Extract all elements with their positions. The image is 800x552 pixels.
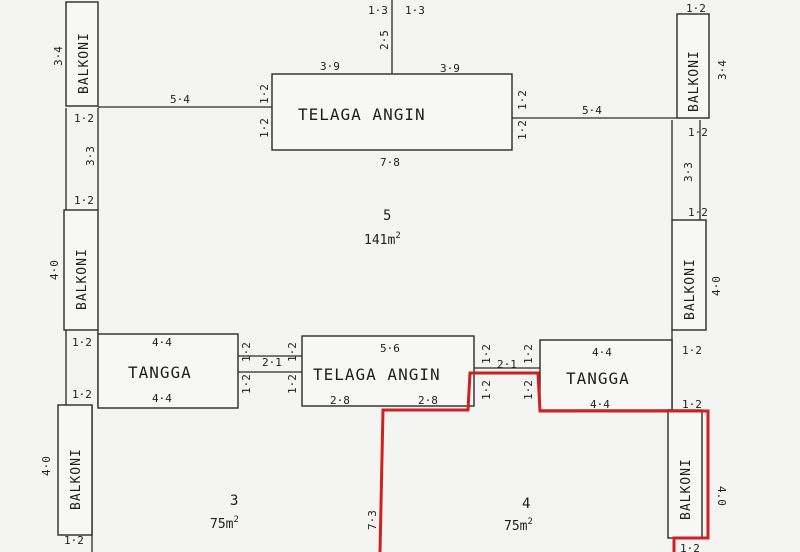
dimension-label: 1·2 xyxy=(258,118,271,138)
dimension-label: 1·2 xyxy=(74,194,94,207)
dimension-label: 7·3 xyxy=(366,510,379,530)
dimension-label: 4·0 xyxy=(40,456,53,476)
balkoni-label: BALKONI xyxy=(69,448,84,510)
dimension-label: 1·2 xyxy=(688,126,708,139)
dimension-label: 1·2 xyxy=(72,388,92,401)
dimension-label: 3·3 xyxy=(682,162,695,182)
dimension-label: 1·2 xyxy=(480,344,493,364)
dimension-label: 4·4 xyxy=(592,346,612,359)
balkoni-bottom-left xyxy=(57,404,93,536)
dimension-label: 4.0 xyxy=(715,486,728,506)
lot-4-boundary xyxy=(378,371,710,552)
telaga-angin-top-label: TELAGA ANGIN xyxy=(298,105,426,124)
dimension-label: 1·2 xyxy=(682,398,702,411)
dimension-label: 5·4 xyxy=(170,93,190,106)
balkoni-label: BALKONI xyxy=(683,258,698,320)
dimension-label: 4·0 xyxy=(48,260,61,280)
dimension-label: 1·2 xyxy=(240,374,253,394)
dimension-label: 1·2 xyxy=(258,84,271,104)
balkoni-mid-left xyxy=(63,209,99,331)
dimension-label: 2·1 xyxy=(262,356,282,369)
lot-4-number: 4 xyxy=(522,496,530,512)
balkoni-label: BALKONI xyxy=(687,50,702,112)
lot-labels: 5 141m2 3 75m2 4 75m2 xyxy=(210,208,533,534)
dimension-label: 3·9 xyxy=(440,62,460,75)
telaga-angin-mid-room xyxy=(301,335,475,407)
dimension-label: 1·2 xyxy=(480,380,493,400)
dimension-label: 7·8 xyxy=(380,156,400,169)
balkoni-top-right xyxy=(676,13,710,119)
tangga-left-label: TANGGA xyxy=(128,363,192,382)
dimension-label: 1·2 xyxy=(72,336,92,349)
dimension-label: 3·4 xyxy=(52,46,65,66)
dimension-label: 4·4 xyxy=(152,336,172,349)
dimension-label: 3·9 xyxy=(320,60,340,73)
tangga-right-label: TANGGA xyxy=(566,369,630,388)
telaga-angin-top-room xyxy=(271,73,513,151)
dimension-label: 3·3 xyxy=(84,146,97,166)
balkoni-mid-right xyxy=(671,219,707,331)
lot-3-number: 3 xyxy=(230,493,238,509)
dimension-label: 1·2 xyxy=(682,344,702,357)
dimension-label: 1·3 xyxy=(368,4,388,17)
tangga-left-room xyxy=(97,333,239,409)
telaga-angin-mid-label: TELAGA ANGIN xyxy=(313,365,441,384)
dimension-label: 1·2 xyxy=(64,534,84,547)
balkoni-bottom-right xyxy=(667,409,703,539)
lot-5-area: 141m2 xyxy=(364,231,401,248)
dimension-label: 5·4 xyxy=(582,104,602,117)
dimension-label: 1·3 xyxy=(405,4,425,17)
room-labels: TELAGA ANGIN TELAGA ANGIN TANGGA TANGGA … xyxy=(69,32,702,520)
balkoni-label: BALKONI xyxy=(679,458,694,520)
dimension-label: 3·4 xyxy=(716,60,729,80)
dimension-label: 2·5 xyxy=(378,30,391,50)
balkoni-label: BALKONI xyxy=(75,248,90,310)
lot-5-number: 5 xyxy=(383,208,391,224)
dimension-label: 1·2 xyxy=(680,542,700,552)
tangga-right-room xyxy=(539,339,673,411)
dimension-label: 1·2 xyxy=(522,380,535,400)
dimension-label: 1·2 xyxy=(522,344,535,364)
dimension-label: 4·0 xyxy=(710,276,723,296)
dimension-label: 4·4 xyxy=(590,398,610,411)
dimension-label: 1·2 xyxy=(516,120,529,140)
lot-3-area: 75m2 xyxy=(210,515,239,532)
dimension-label: 1·2 xyxy=(240,342,253,362)
dimension-label: 1·2 xyxy=(286,342,299,362)
dimension-label: 1·2 xyxy=(74,112,94,125)
dimension-label: 1·2 xyxy=(516,90,529,110)
dimension-label: 2·8 xyxy=(330,394,350,407)
dimension-labels: 1·3 1·3 2·5 3·9 3·9 7·8 5·4 5·4 1·2 1·2 … xyxy=(40,2,729,552)
dimension-label: 2·8 xyxy=(418,394,438,407)
dimension-label: 5·6 xyxy=(380,342,400,355)
dimension-label: 1·2 xyxy=(286,374,299,394)
balkoni-label: BALKONI xyxy=(77,32,92,94)
lot-4-area: 75m2 xyxy=(504,517,533,534)
balkoni-top-left xyxy=(65,1,99,107)
room-shapes xyxy=(57,1,710,539)
dimension-label: 4·4 xyxy=(152,392,172,405)
dimension-label: 1·2 xyxy=(688,206,708,219)
dimension-label: 2·1 xyxy=(497,358,517,371)
dimension-label: 1·2 xyxy=(686,2,706,15)
